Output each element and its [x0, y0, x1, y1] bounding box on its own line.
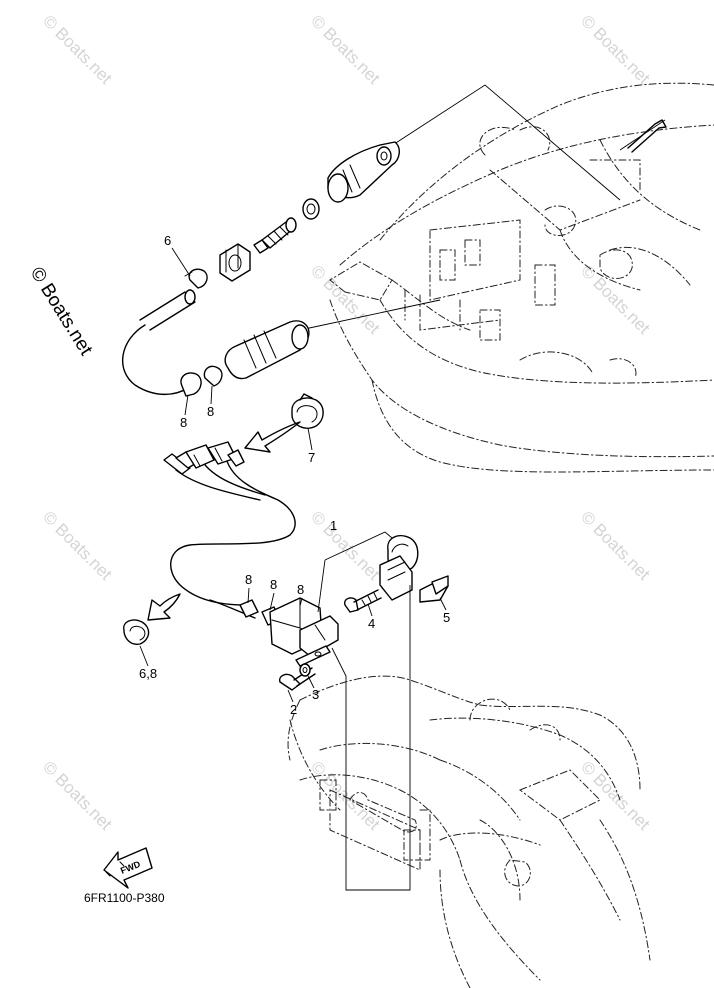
- watermarks: © Boats.net © Boats.net © Boats.net © Bo…: [26, 11, 654, 834]
- arrow-7: [244, 421, 301, 453]
- watermark: © Boats.net: [39, 507, 116, 584]
- watermark: © Boats.net: [307, 507, 384, 584]
- watermark: © Boats.net: [577, 507, 654, 584]
- sensor-clip-1: [379, 534, 419, 601]
- watermark: © Boats.net: [307, 261, 384, 338]
- watermark: © Boats.net: [307, 757, 384, 834]
- callout-8: 8: [245, 572, 252, 587]
- bracket-assembly: [209, 597, 339, 667]
- callout-3: 3: [312, 687, 319, 702]
- bolt-4: [344, 589, 382, 613]
- callout-6: 6: [164, 233, 171, 248]
- watermark: © Boats.net: [307, 11, 384, 88]
- callout-8: 8: [207, 404, 214, 419]
- clamp-6-8: [123, 619, 150, 646]
- callout-5: 5: [443, 610, 450, 625]
- callout-7: 7: [308, 450, 315, 465]
- middle-leader-lines: [317, 531, 411, 891]
- callout-6-8: 6,8: [139, 666, 157, 681]
- washer-3: [299, 663, 311, 677]
- side-watermark: © Boats.net: [26, 264, 97, 360]
- bolt-2: [279, 667, 316, 691]
- callout-4: 4: [368, 616, 375, 631]
- watermark: © Boats.net: [39, 757, 116, 834]
- callout-8: 8: [180, 415, 187, 430]
- callout-8: 8: [270, 577, 277, 592]
- clamp-7: [291, 393, 324, 429]
- fuel-sensor-upper: [121, 119, 667, 397]
- watermark: © Boats.net: [577, 757, 654, 834]
- wiring-harness: [163, 441, 296, 606]
- fwd-arrow-icon: FWD: [103, 847, 153, 889]
- callouts: 6 8 8 7 1 8 8 8 4 5 6,8 3 2: [139, 233, 450, 717]
- arrow-6-8: [147, 593, 181, 621]
- plate-5: [419, 575, 449, 603]
- lower-bracket-phantom: [287, 675, 651, 988]
- watermark: © Boats.net: [577, 11, 654, 88]
- callout-2: 2: [290, 702, 297, 717]
- diagram-code: 6FR1100-P380: [84, 891, 165, 905]
- watermark: © Boats.net: [39, 11, 116, 88]
- callout-1: 1: [330, 518, 337, 533]
- watermark: © Boats.net: [577, 261, 654, 338]
- callout-8: 8: [297, 582, 304, 597]
- upper-housing-phantom: [329, 82, 714, 473]
